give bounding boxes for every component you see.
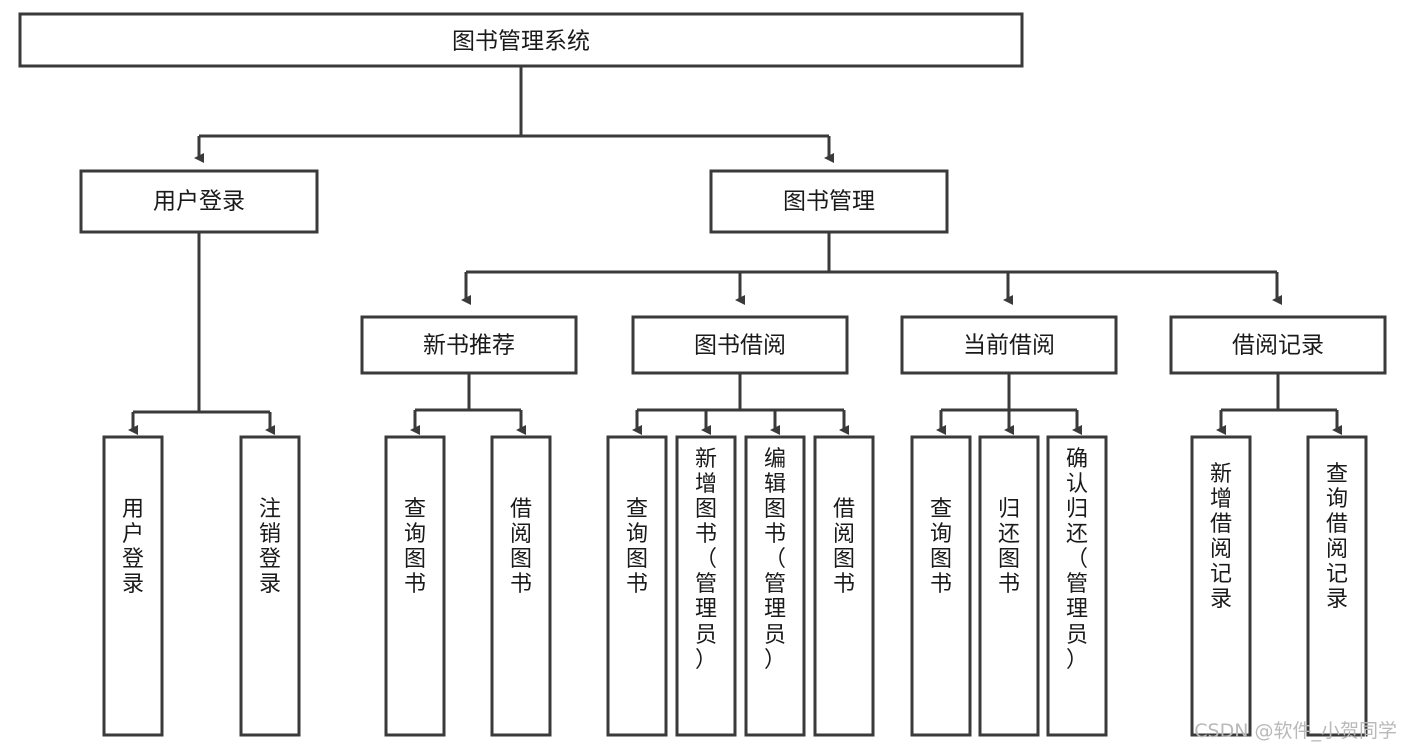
leafbox-user-login-2[interactable] — [239, 435, 301, 737]
node-book-management[interactable] — [709, 169, 949, 234]
node-root[interactable] — [18, 12, 1024, 68]
leafbox-current-1[interactable] — [910, 435, 972, 737]
leafbox-borrow-1[interactable] — [606, 435, 668, 737]
leafbox-borrow-3[interactable] — [744, 435, 806, 737]
leafbox-user-login-1[interactable] — [102, 435, 164, 737]
node-book-management-label: 图书管理 — [783, 189, 875, 215]
leafbox-current-3[interactable] — [1046, 435, 1108, 737]
node-new-book-recommend-label: 新书推荐 — [423, 333, 515, 359]
node-root-label: 图书管理系统 — [452, 29, 590, 55]
node-user-login-label: 用户登录 — [153, 189, 245, 215]
leafbox-recommend-1[interactable] — [384, 435, 446, 737]
leafbox-current-2[interactable] — [978, 435, 1040, 737]
node-new-book-recommend[interactable] — [360, 315, 578, 375]
leafbox-borrow-2[interactable] — [675, 435, 737, 737]
leafbox-records-1[interactable] — [1190, 435, 1252, 737]
leafbox-recommend-2[interactable] — [490, 435, 552, 737]
leafbox-borrow-4[interactable] — [813, 435, 875, 737]
node-current-borrow[interactable] — [900, 315, 1118, 375]
node-current-borrow-label: 当前借阅 — [963, 333, 1055, 359]
node-book-borrow[interactable] — [631, 315, 849, 375]
leafbox-records-2[interactable] — [1306, 435, 1368, 737]
node-book-borrow-label: 图书借阅 — [694, 333, 786, 359]
node-borrow-records[interactable] — [1169, 315, 1387, 375]
node-borrow-records-label: 借阅记录 — [1232, 333, 1324, 359]
